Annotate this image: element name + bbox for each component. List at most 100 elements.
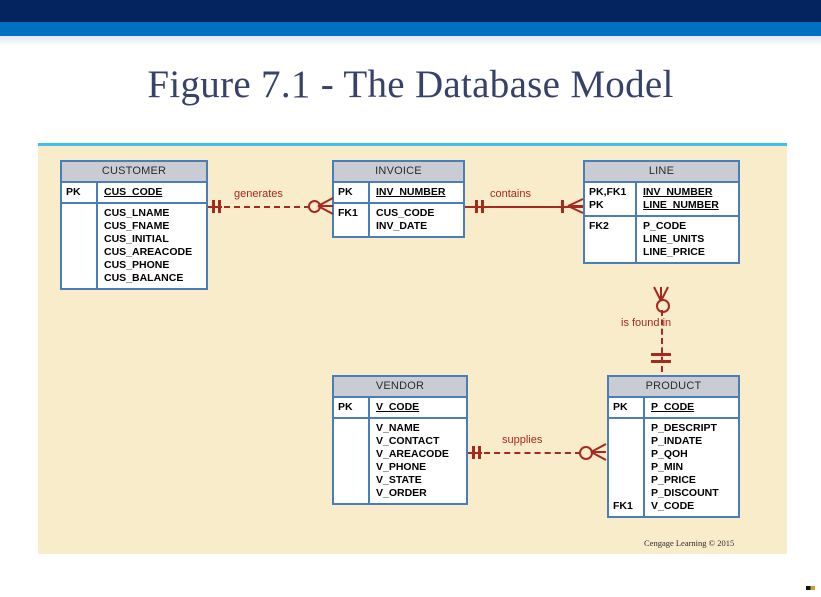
banner-navy-stripe: [0, 0, 821, 22]
attribute-label: LINE_UNITS: [643, 233, 705, 245]
erd-diagram-panel: CUSTOMER PK CUS_CODE CUS_LNAME CUS_FNAME…: [38, 143, 787, 554]
key-label: PK: [338, 186, 353, 198]
is-found-in-crowsfoot-icon: [653, 286, 669, 302]
entity-invoice[interactable]: INVOICE PK INV_NUMBER FK1 CUS_CODE INV_D…: [332, 160, 465, 238]
entity-line-attrs: P_CODE LINE_UNITS LINE_PRICE: [637, 217, 738, 262]
key-label: PK,FK1: [589, 186, 627, 198]
entity-customer-pk-keys: PK: [62, 183, 98, 202]
attribute-label: V_CONTACT: [376, 435, 440, 447]
attribute-label: P_DESCRIPT: [651, 422, 717, 434]
entity-customer-attr-keys: [62, 204, 98, 288]
relationship-label-generates: generates: [234, 188, 283, 200]
generates-crowsfoot-icon: [317, 197, 334, 215]
attribute-label: V_CODE: [376, 401, 420, 413]
entity-vendor-attrs: V_NAME V_CONTACT V_AREACODE V_PHONE V_ST…: [370, 419, 466, 503]
contains-many-tick: [561, 200, 564, 213]
attribute-label: P_INDATE: [651, 435, 703, 447]
entity-customer-title: CUSTOMER: [62, 162, 206, 183]
is-found-in-dashed-line: [661, 310, 663, 372]
entity-invoice-attr-section: FK1 CUS_CODE INV_DATE: [334, 204, 463, 236]
entity-customer-attrs: CUS_LNAME CUS_FNAME CUS_INITIAL CUS_AREA…: [98, 204, 206, 288]
is-found-in-one-tick-a: [651, 353, 671, 356]
key-label: PK: [589, 199, 604, 211]
entity-customer[interactable]: CUSTOMER PK CUS_CODE CUS_LNAME CUS_FNAME…: [60, 160, 208, 290]
supplies-one-tick-b: [478, 446, 481, 459]
entity-vendor-attr-section: V_NAME V_CONTACT V_AREACODE V_PHONE V_ST…: [334, 419, 466, 503]
entity-product-pk-attrs: P_CODE: [645, 398, 738, 417]
attribute-label: INV_NUMBER: [643, 186, 713, 198]
entity-product-attr-keys: FK1: [609, 419, 645, 516]
entity-invoice-attrs: CUS_CODE INV_DATE: [370, 204, 463, 236]
supplies-one-tick-a: [472, 446, 475, 459]
key-label: FK1: [338, 207, 358, 219]
relationship-label-is-found-in: is found in: [621, 317, 672, 329]
entity-line-pk-keys: PK,FK1 PK: [585, 183, 637, 215]
attribute-label: V_ORDER: [376, 487, 427, 499]
entity-line-title: LINE: [585, 162, 738, 183]
key-label: PK: [613, 401, 628, 413]
generates-one-tick-a: [212, 200, 215, 213]
page-title: Figure 7.1 - The Database Model: [147, 63, 674, 106]
entity-product-attrs: P_DESCRIPT P_INDATE P_QOH P_MIN P_PRICE …: [645, 419, 738, 516]
entity-vendor[interactable]: VENDOR PK V_CODE V_NAME V_CONTACT V_AREA…: [332, 375, 468, 505]
attribute-label: CUS_FNAME: [104, 220, 170, 232]
entity-product-pk-section: PK P_CODE: [609, 398, 738, 419]
entity-invoice-title: INVOICE: [334, 162, 463, 183]
attribute-label: P_CODE: [643, 220, 687, 232]
entity-invoice-pk-keys: PK: [334, 183, 370, 202]
entity-customer-pk-section: PK CUS_CODE: [62, 183, 206, 204]
supplies-stub-line: [468, 452, 482, 454]
entity-vendor-pk-section: PK V_CODE: [334, 398, 466, 419]
entity-line[interactable]: LINE PK,FK1 PK INV_NUMBER LINE_NUMBER FK…: [583, 160, 740, 264]
is-found-in-optional-circle: [656, 299, 670, 313]
attribute-label: CUS_CODE: [376, 207, 435, 219]
attribute-label: LINE_NUMBER: [643, 199, 719, 211]
entity-product-title: PRODUCT: [609, 377, 738, 398]
attribute-label: CUS_LNAME: [104, 207, 170, 219]
attribute-label: P_QOH: [651, 448, 688, 460]
generates-one-tick-b: [218, 200, 221, 213]
entity-customer-attr-section: CUS_LNAME CUS_FNAME CUS_INITIAL CUS_AREA…: [62, 204, 206, 288]
supplies-crowsfoot-icon: [590, 443, 607, 461]
contains-solid-line: [465, 206, 583, 208]
attribute-label: V_CODE: [651, 500, 695, 512]
slide-top-banner: [0, 0, 821, 46]
banner-fade-stripe: [0, 36, 821, 46]
entity-line-attr-keys: FK2: [585, 217, 637, 262]
supplies-dashed-line: [484, 452, 581, 454]
entity-invoice-attr-keys: FK1: [334, 204, 370, 236]
entity-vendor-title: VENDOR: [334, 377, 466, 398]
entity-vendor-pk-attrs: V_CODE: [370, 398, 466, 417]
attribute-label: CUS_CODE: [104, 186, 163, 198]
entity-line-pk-section: PK,FK1 PK INV_NUMBER LINE_NUMBER: [585, 183, 738, 217]
entity-product[interactable]: PRODUCT PK P_CODE FK1 P_DESCRIPT P_INDAT…: [607, 375, 740, 518]
attribute-label: P_DISCOUNT: [651, 487, 719, 499]
entity-customer-pk-attrs: CUS_CODE: [98, 183, 206, 202]
entity-product-attr-section: FK1 P_DESCRIPT P_INDATE P_QOH P_MIN P_PR…: [609, 419, 738, 516]
attribute-label: V_AREACODE: [376, 448, 449, 460]
copyright-credit: Cengage Learning © 2015: [644, 538, 735, 548]
attribute-label: V_PHONE: [376, 461, 427, 473]
key-label: PK: [66, 186, 81, 198]
key-label: FK2: [589, 220, 609, 232]
attribute-label: V_STATE: [376, 474, 422, 486]
relationship-label-contains: contains: [490, 188, 531, 200]
attribute-label: CUS_AREACODE: [104, 246, 193, 258]
is-found-in-one-tick-b: [651, 360, 671, 363]
entity-vendor-attr-keys: [334, 419, 370, 503]
attribute-label: P_PRICE: [651, 474, 696, 486]
attribute-label: INV_NUMBER: [376, 186, 446, 198]
generates-dashed-line: [224, 206, 310, 208]
relationship-label-supplies: supplies: [502, 434, 543, 446]
key-label: FK1: [613, 500, 633, 512]
contains-one-tick-a: [475, 200, 478, 213]
corner-mark: [806, 586, 815, 590]
entity-line-attr-section: FK2 P_CODE LINE_UNITS LINE_PRICE: [585, 217, 738, 262]
entity-invoice-pk-section: PK INV_NUMBER: [334, 183, 463, 204]
attribute-label: P_CODE: [651, 401, 695, 413]
attribute-label: CUS_BALANCE: [104, 272, 184, 284]
entity-product-pk-keys: PK: [609, 398, 645, 417]
attribute-label: P_MIN: [651, 461, 684, 473]
attribute-label: CUS_PHONE: [104, 259, 170, 271]
generates-stub-line: [208, 206, 222, 208]
